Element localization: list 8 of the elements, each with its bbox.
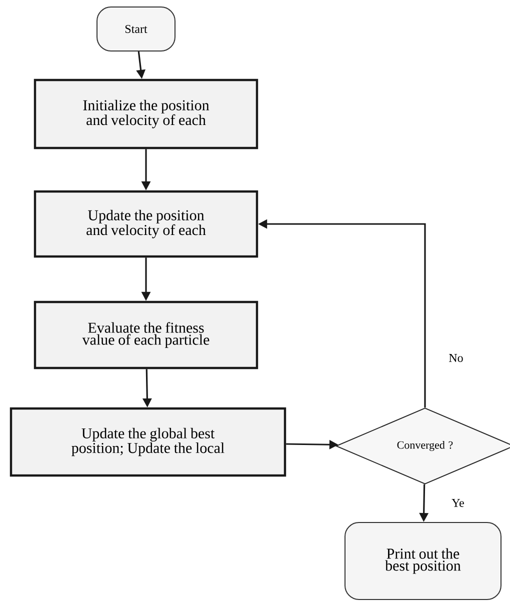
process-box: Initialize the position and velocity of each bbox=[34, 78, 258, 150]
edge-label: No bbox=[448, 353, 464, 363]
process-box: Update the global best position; Update the local bbox=[10, 407, 286, 477]
edge-label: Ye bbox=[450, 498, 466, 508]
terminal-box: Print out the best position bbox=[344, 522, 502, 600]
process-box: Evaluate the fitness value of each particle bbox=[34, 300, 258, 370]
terminal-box: Start bbox=[96, 6, 176, 52]
process-box: Update the position and velocity of each bbox=[34, 190, 258, 258]
